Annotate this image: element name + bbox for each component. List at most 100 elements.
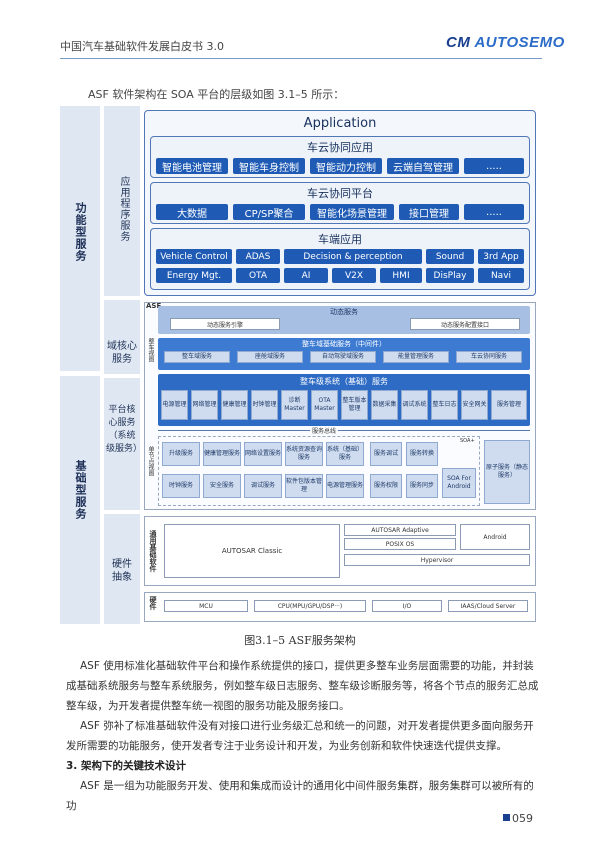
- cloud-app-more: .....: [464, 158, 524, 174]
- basic-column: [60, 376, 100, 624]
- vehicle-app-title: 车端应用: [318, 233, 362, 246]
- node-service-item: 健康管理服务: [203, 442, 241, 466]
- cloud-platform-title: 车云协同平台: [307, 187, 373, 200]
- node-service-item: 服务转换: [406, 442, 438, 466]
- node-service-item: 调试服务: [244, 474, 282, 498]
- vehicle-system-item: 数据采集: [371, 390, 398, 420]
- page-number: 059: [512, 812, 533, 825]
- cloud-platform-more: .....: [464, 204, 524, 220]
- domain-column: [104, 300, 140, 374]
- hypervisor: Hypervisor: [344, 554, 530, 566]
- vehicle-view-label: 整车视图: [147, 338, 154, 362]
- node-service-item: SOA For Android: [442, 468, 476, 498]
- section-heading: 3. 架构下的关键技术设计: [66, 760, 186, 772]
- platform-label: 平台核心服务（系统级服务）: [106, 405, 143, 454]
- platform-column: [104, 378, 140, 510]
- vehicle-system-item: 诊断Master: [281, 390, 308, 420]
- vehicle-system-item: OTA Master: [311, 390, 338, 420]
- cloud-app-item: 智能电池管理: [156, 158, 228, 174]
- asf-tag: ASF: [146, 302, 162, 310]
- cloud-platform-item: 大数据: [156, 204, 228, 220]
- dynamic-service-title: 动态服务: [330, 308, 358, 316]
- asf-architecture-figure: 功能型服务 基础型服务 应用程序服务 域核心服务 平台核心服务（系统级服务） 硬…: [60, 106, 540, 624]
- domain-service: 整车域服务: [164, 351, 230, 363]
- service-bus-line: [158, 430, 530, 431]
- hardware-item: I/O: [372, 600, 442, 612]
- service-bus-label: 服务总线: [310, 426, 339, 435]
- vehicle-app-item: Navi: [478, 268, 524, 283]
- cloud-app-title: 车云协同应用: [307, 141, 373, 154]
- vehicle-system-title: 整车级系统（基础）服务: [300, 377, 388, 386]
- vehicle-app-item: Decision & perception: [284, 249, 422, 264]
- autosar-classic: AUTOSAR Classic: [164, 524, 340, 578]
- vehicle-system-item: 服务管理: [491, 390, 527, 420]
- vehicle-app-item: DisPlay: [426, 268, 474, 283]
- vehicle-system-item: 调试系统: [401, 390, 428, 420]
- domain-service: 能量管理服务: [383, 351, 449, 363]
- hardware-abs-column: [104, 514, 140, 624]
- native-service: 原子服务（静态服务）: [484, 440, 530, 504]
- vehicle-system-item: 电源管理: [161, 390, 188, 420]
- basic-label: 基础型服务: [74, 460, 87, 520]
- general-software-region: [144, 516, 536, 586]
- vehicle-app-item: Energy Mgt.: [156, 268, 232, 283]
- node-service-panel: [158, 436, 480, 506]
- vehicle-system-item: 时钟管理: [251, 390, 278, 420]
- vehicle-app-item: ADAS: [236, 249, 280, 264]
- dynamic-config-interface: 动态服务配置接口: [410, 318, 520, 330]
- domain-service: 座舱域服务: [237, 351, 303, 363]
- cloud-platform-item: CP/SP聚合: [233, 204, 305, 220]
- node-service-item: 系统（基础）服务: [326, 442, 364, 466]
- general-software-label: 通用基础软件: [149, 530, 157, 572]
- functional-column: [60, 106, 100, 371]
- hardware-item: MCU: [164, 600, 248, 612]
- hardware-item: CPU(MPU/GPU/DSP···): [254, 600, 366, 612]
- posix-os: POSIX OS: [344, 538, 456, 550]
- node-service-item: 系统资源查询服务: [285, 442, 323, 466]
- domain-middleware-title: 整车域基础服务（中间件）: [302, 340, 386, 348]
- application-title: Application: [303, 116, 377, 131]
- node-service-item: 电源管理服务: [326, 474, 364, 498]
- autosemo-logo: CM AUTOSEMO: [446, 34, 565, 51]
- cloud-app-item: 智能动力控制: [310, 158, 382, 174]
- hardware-region: [144, 592, 536, 622]
- app-service-column: [104, 106, 140, 296]
- functional-label: 功能型服务: [74, 202, 87, 262]
- vehicle-system-item: 健康管理: [221, 390, 248, 420]
- vehicle-system-item: 整车日志: [431, 390, 458, 420]
- paragraph-2: ASF 弥补了标准基础软件没有对接口进行业务级汇总和统一的问题，对开发者提供更多…: [66, 720, 534, 752]
- hardware-label: 硬件: [149, 596, 157, 610]
- figure-caption: 图3.1–5 ASF服务架构: [244, 634, 356, 647]
- paragraph-3: ASF 是一组为功能服务开发、使用和集成而设计的通用化中间件服务集群，服务集群可…: [66, 780, 534, 812]
- vehicle-app-item: 3rd App: [478, 249, 524, 264]
- node-service-item: 安全服务: [203, 474, 241, 498]
- node-view-label: 单节点视图: [147, 446, 154, 476]
- vehicle-app-item: Sound: [426, 249, 474, 264]
- cloud-platform-item: 智能化场景管理: [310, 204, 394, 220]
- vehicle-app-item: AI: [284, 268, 328, 283]
- domain-service: 自动驾驶域服务: [310, 351, 376, 363]
- logo-text: AUTOSEMO: [474, 34, 565, 51]
- dynamic-engine: 动态服务引擎: [170, 318, 280, 330]
- domain-label: 域核心服务: [107, 341, 137, 365]
- vehicle-system-item: 网络管理: [191, 390, 218, 420]
- cloud-app-item: 智能车身控制: [233, 158, 305, 174]
- vehicle-app-item: HMI: [380, 268, 422, 283]
- vehicle-system-item: 整车版本管理: [341, 390, 368, 420]
- node-service-item: 软件包版本管理: [285, 474, 323, 498]
- vehicle-app-item: Vehicle Control: [156, 249, 232, 264]
- vehicle-system-item: 安全网关: [461, 390, 488, 420]
- header-divider: [60, 58, 542, 59]
- node-service-item: 升级服务: [162, 442, 200, 466]
- vehicle-app-item: V2X: [332, 268, 376, 283]
- vehicle-app-item: OTA: [236, 268, 280, 283]
- paragraph-1: ASF 使用标准化基础软件平台和操作系统提供的接口，提供更多整车业务层面需要的功…: [66, 660, 539, 712]
- app-service-label: 应用程序服务: [118, 176, 129, 242]
- header-title: 中国汽车基础软件发展白皮书 3.0: [60, 40, 224, 53]
- domain-service: 车云协同服务: [456, 351, 522, 363]
- node-service-item: 网络设置服务: [244, 442, 282, 466]
- page-number-marker: [503, 814, 510, 821]
- soa-plus-label: SOA+: [460, 438, 475, 444]
- intro-text: ASF 软件架构在 SOA 平台的层级如图 3.1–5 所示：: [88, 88, 345, 101]
- node-service-item: 服务同步: [406, 474, 438, 498]
